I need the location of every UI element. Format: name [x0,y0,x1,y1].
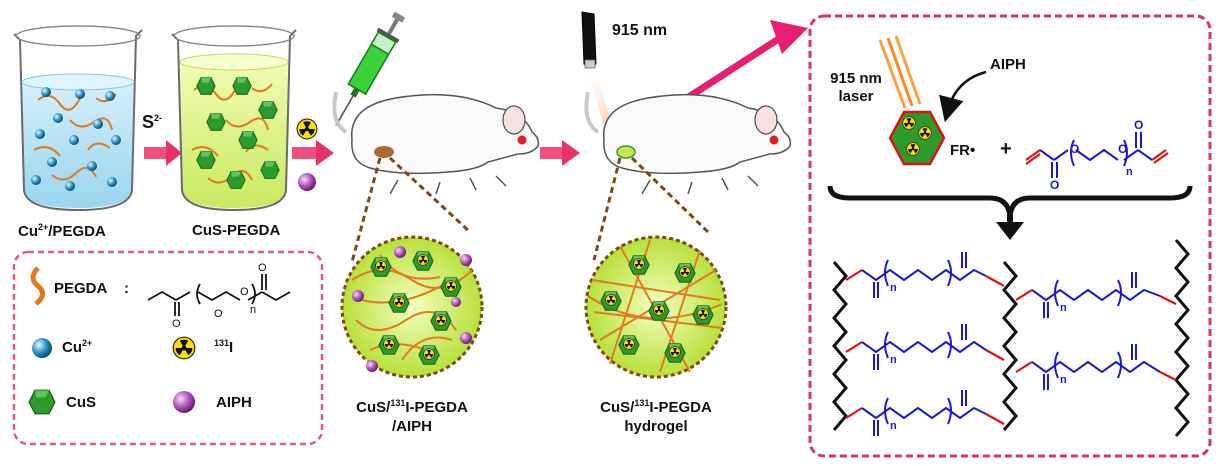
network-n4: n [1060,374,1067,386]
legend-pegda-colon: : [124,280,129,297]
polymer-network [832,239,1190,437]
label-hydrogel: CuS/131I-PEGDA hydrogel [600,398,712,435]
aiph-curved-arrow [939,70,987,123]
cus-hex-icon [28,389,56,415]
cus-particle-icon [888,110,946,166]
mouse-irradiated [584,91,792,195]
network-n5: n [890,420,897,432]
legend-pegda-o2: O [240,286,249,298]
legend-pegda-o1: O [214,308,223,320]
beaker-cus-pegda [171,25,297,212]
arrow-loading [292,140,334,166]
network-n1: n [890,282,897,294]
iodine-radioactive-icon [172,336,196,360]
mechanism-box [808,14,1212,458]
label-sulfide: S2- [142,112,163,132]
laser-beams [878,35,922,109]
legend-pegda-label: PEGDA [54,280,108,297]
monomer-o2: O [1070,142,1080,156]
arrow-sulfide-reaction [144,140,182,166]
legend-cu-label: Cu2+ [62,338,93,356]
mechanism-radical-label: FR• [950,142,976,159]
magnified-hydrogel [584,235,728,379]
network-n2: n [1060,302,1067,314]
label-cus-pegda: CuS-PEGDA [192,222,281,239]
aiph-legend-icon [173,391,195,413]
label-mixture: CuS/131I-PEGDA /AIPH [356,398,468,435]
arrow-irradiation [540,140,580,166]
monomer-o4: O [1118,142,1128,156]
mouse-injected [332,91,540,195]
pegda-structure-legend [147,274,291,316]
label-cu-pegda: Cu2+/PEGDA [18,222,106,240]
radioactive-icon [296,118,318,140]
legend-cus-label: CuS [66,394,96,411]
pegda-fiber-icon [30,266,45,306]
zoom-lines [350,156,710,263]
monomer-n: n [1126,166,1133,178]
aiph-ball-icon [298,173,316,191]
monomer-structure [1025,132,1169,178]
legend-pegda-o3: O [172,318,181,330]
monomer-o1: O [1050,178,1060,192]
mechanism-aiph-label: AIPH [990,56,1026,73]
legend-aiph-label: AIPH [216,394,252,411]
legend-box [12,250,324,446]
legend-pegda-n: n [250,304,257,316]
cu-ball-icon [32,338,52,358]
label-laser-wavelength: 915 nm [612,22,668,39]
merge-brace [827,185,1193,240]
syringe-icon [335,11,406,126]
magnified-mixture [340,235,484,379]
beaker-cu-pegda [13,25,143,212]
mechanism-plus: + [1000,138,1012,160]
mechanism-laser-label: 915 nm laser [830,70,882,105]
legend-pegda-o4: O [258,262,267,274]
network-n3: n [890,354,897,366]
legend-iodine-label: 131I [214,338,234,356]
monomer-o3: O [1134,118,1144,132]
